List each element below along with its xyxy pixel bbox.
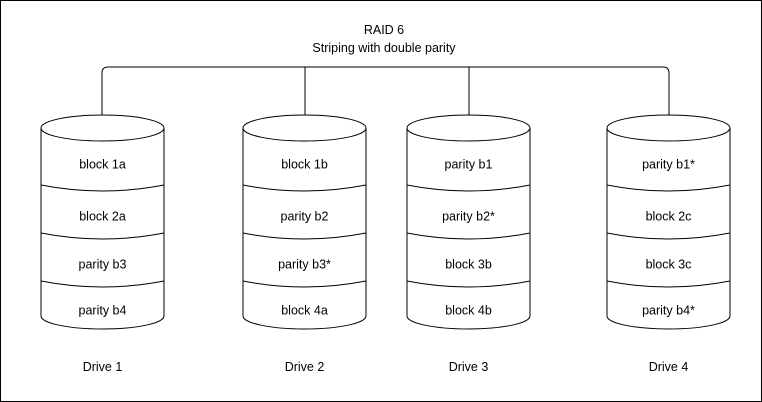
drive-3-divider-1	[406, 184, 531, 192]
drive-4-group[interactable]: parity b1* block 2c block 3c parity b4* …	[606, 114, 731, 374]
drive-3-block-1: parity b1	[445, 157, 493, 171]
drive-4-block-2: block 2c	[646, 209, 692, 223]
drive-2-cylinder	[242, 114, 367, 330]
drive-1-top-ellipse	[40, 127, 165, 142]
drive-1-block-4: parity b4	[79, 303, 127, 317]
drive-2-block-1: block 1b	[281, 157, 328, 171]
drive-3-divider-3	[406, 280, 531, 288]
drive-1-divider-2	[40, 232, 165, 240]
drive-4-top-ellipse	[606, 127, 731, 142]
drive-3-block-2: parity b2*	[442, 209, 495, 223]
diagram-title-line1: RAID 6	[364, 23, 404, 37]
drive-4-divider-2	[606, 232, 731, 240]
drive-3-block-3: block 3b	[445, 257, 492, 271]
drive-2-block-4: block 4a	[281, 303, 328, 317]
drive-4-label: Drive 4	[649, 360, 689, 374]
drive-1-group[interactable]: block 1a block 2a parity b3 parity b4 Dr…	[40, 114, 165, 374]
drive-4-divider-3	[606, 280, 731, 288]
drive-3-divider-2	[406, 232, 531, 240]
controller-bus	[101, 66, 670, 125]
drive-3-block-4: block 4b	[445, 303, 492, 317]
drive-4-block-1: parity b1*	[642, 157, 695, 171]
drive-1-block-3: parity b3	[79, 257, 127, 271]
drive-2-divider-3	[242, 280, 367, 288]
drive-1-block-2: block 2a	[79, 209, 126, 223]
drive-2-divider-1	[242, 184, 367, 192]
drive-4-cylinder	[606, 114, 731, 330]
drive-4-divider-1	[606, 184, 731, 192]
drive-4-block-4: parity b4*	[642, 303, 695, 317]
drive-1-cylinder	[40, 114, 165, 330]
drive-1-label: Drive 1	[83, 360, 123, 374]
bus-main-path	[101, 66, 670, 125]
drive-2-block-2: parity b2	[281, 209, 329, 223]
drive-3-label: Drive 3	[449, 360, 489, 374]
drive-2-label: Drive 2	[285, 360, 325, 374]
drive-1-divider-1	[40, 184, 165, 192]
drive-2-top-ellipse	[242, 127, 367, 142]
drive-2-group[interactable]: block 1b parity b2 parity b3* block 4a D…	[242, 114, 367, 374]
drive-3-top-ellipse	[406, 127, 531, 142]
drive-2-divider-2	[242, 232, 367, 240]
diagram-title-line2: Striping with double parity	[312, 41, 456, 55]
drive-1-block-1: block 1a	[79, 157, 126, 171]
drive-3-cylinder	[406, 114, 531, 330]
drive-2-block-3: parity b3*	[278, 257, 331, 271]
drive-1-divider-3	[40, 280, 165, 288]
drive-3-group[interactable]: parity b1 parity b2* block 3b block 4b D…	[406, 114, 531, 374]
drive-4-block-3: block 3c	[646, 257, 692, 271]
